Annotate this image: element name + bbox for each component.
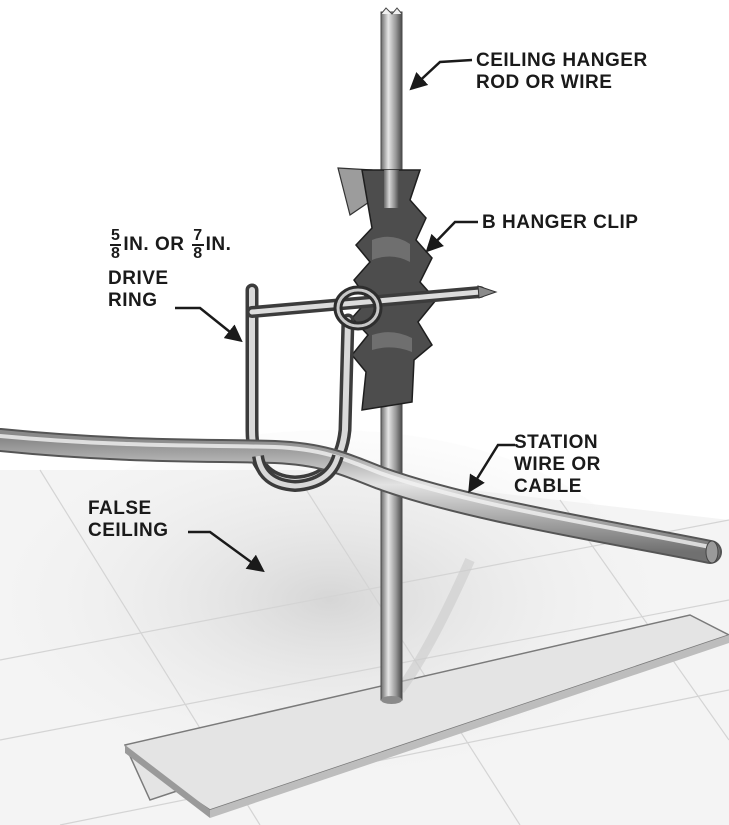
- leader-drive-ring: [175, 306, 243, 343]
- label-line: CEILING: [88, 520, 169, 541]
- leader-false-ceiling: [188, 530, 265, 573]
- label-line: WIRE OR: [514, 454, 601, 475]
- label-ceiling-hanger-rod: CEILING HANGER ROD OR WIRE: [476, 50, 648, 94]
- label-station-wire: STATION WIRE OR CABLE: [514, 432, 601, 498]
- leader-hanger-rod: [409, 58, 473, 91]
- fraction-five-eighths: 5 8: [110, 227, 122, 262]
- label-line: STATION: [514, 432, 599, 453]
- label-drive-ring-size: 5 8 IN. OR 7 8 IN.: [108, 228, 231, 262]
- label-line: RING: [108, 290, 158, 311]
- b-hanger-clip: [337, 167, 437, 411]
- label-line: ROD OR WIRE: [476, 72, 613, 93]
- label-line: CABLE: [514, 476, 582, 497]
- leader-hanger-clip: [425, 220, 478, 253]
- label-line: CEILING HANGER: [476, 50, 648, 71]
- label-false-ceiling: FALSE CEILING: [88, 498, 169, 542]
- label-b-hanger-clip: B HANGER CLIP: [482, 212, 638, 234]
- leader-station-wire: [468, 443, 515, 493]
- label-line: DRIVE: [108, 268, 169, 289]
- false-ceiling-panel: [123, 614, 729, 818]
- label-drive-ring: 5 8 IN. OR 7 8 IN. DRIVE RING: [108, 228, 231, 312]
- label-unit: IN.: [205, 234, 232, 256]
- fraction-seven-eighths: 7 8: [192, 227, 204, 262]
- label-line: FALSE: [88, 498, 152, 519]
- label-separator: IN. OR: [123, 234, 185, 256]
- leader-lines: [175, 58, 515, 573]
- label-line: B HANGER CLIP: [482, 212, 639, 233]
